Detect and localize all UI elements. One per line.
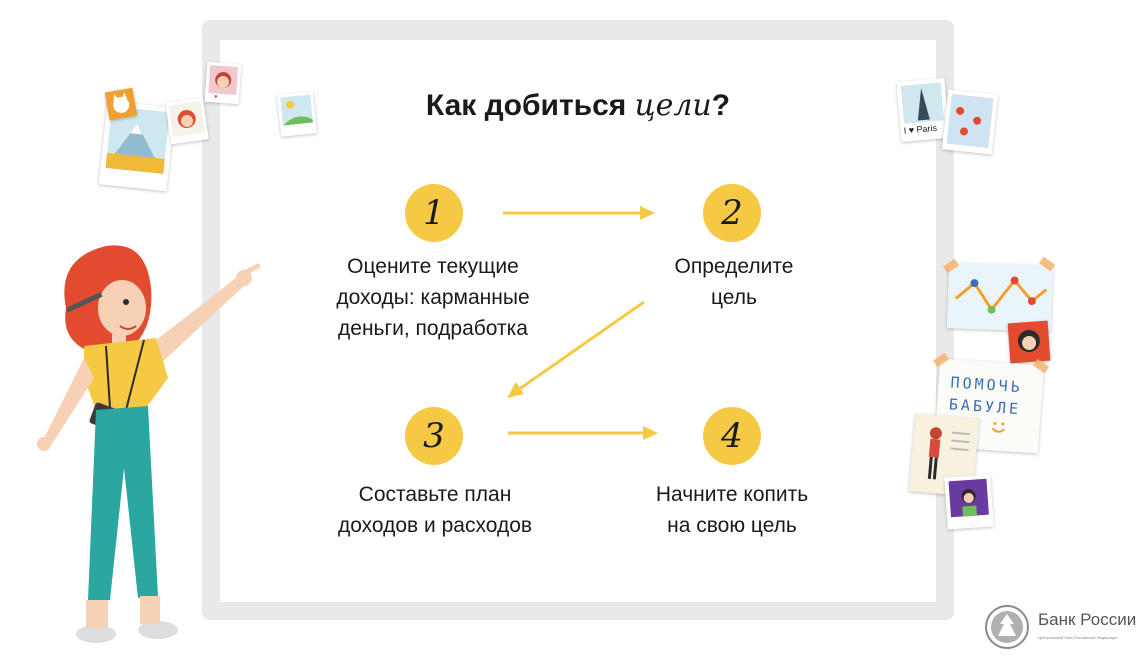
step-3-text: Составьте план доходов и расходов [337, 483, 533, 537]
bank-name: Банк России [1038, 610, 1137, 629]
woman-face-icon [1017, 330, 1040, 353]
cat-icon [113, 92, 130, 113]
note-text: ПОМОЧЬ БАБУЛЕ [948, 373, 1024, 419]
eiffel-tower-icon [900, 82, 944, 124]
boy-face-icon: ♥ [208, 65, 239, 101]
arrow-3-to-4-head [643, 426, 658, 440]
page-title: Как добиться цели? [220, 88, 936, 123]
svg-text:♥: ♥ [214, 94, 218, 100]
smile-icon [991, 421, 1006, 433]
mountain-icon [105, 106, 170, 174]
step-2-number: 2 [703, 184, 761, 242]
boy-photo: ♥ [204, 61, 242, 105]
woman-photo [1007, 320, 1051, 364]
girl-character [37, 245, 261, 643]
arrow-2-to-3 [517, 300, 645, 392]
arrow-1-to-2-head [640, 206, 655, 220]
landscape-icon [280, 94, 313, 126]
content-board-inner [220, 40, 936, 602]
cat-sticker [104, 87, 138, 121]
landscape-photo [276, 91, 318, 137]
title-text: Как добиться [425, 89, 635, 122]
bank-emblem-icon [985, 605, 1029, 649]
step-4-number: 4 [703, 407, 761, 465]
step-4-text: Начните копить на свою цель [655, 483, 809, 537]
bank-logo: Банк России Центральный банк Российской … [984, 604, 1144, 649]
girl-character-icon [37, 245, 261, 643]
girl-photo-small [165, 97, 209, 145]
girl-face-icon [168, 100, 205, 138]
sticky-note: ПОМОЧЬ БАБУЛЕ [934, 358, 1044, 454]
girl-document-photo [908, 413, 980, 497]
title-end: ? [711, 89, 731, 122]
title-accent: цели [634, 88, 712, 123]
bank-subtitle: Центральный банк Российской Федерации [1038, 635, 1118, 640]
mountain-photo [98, 100, 176, 192]
step-1-text: Оцените текущие доходы: карманные деньги… [336, 255, 530, 340]
paris-photo: I ♥ Paris [896, 78, 950, 142]
person-waving-icon [948, 478, 989, 518]
purple-photo [944, 474, 994, 530]
step-2-text: Определите цель [674, 255, 794, 309]
route-photo [946, 262, 1054, 332]
map-photo [942, 89, 998, 155]
step-1-number: 1 [405, 184, 463, 242]
standing-girl-icon [927, 427, 971, 480]
arrow-2-to-3-head [507, 382, 524, 398]
route-chart-icon [946, 262, 1054, 332]
step-3-number: 3 [405, 407, 463, 465]
map-pins-icon [946, 93, 994, 149]
